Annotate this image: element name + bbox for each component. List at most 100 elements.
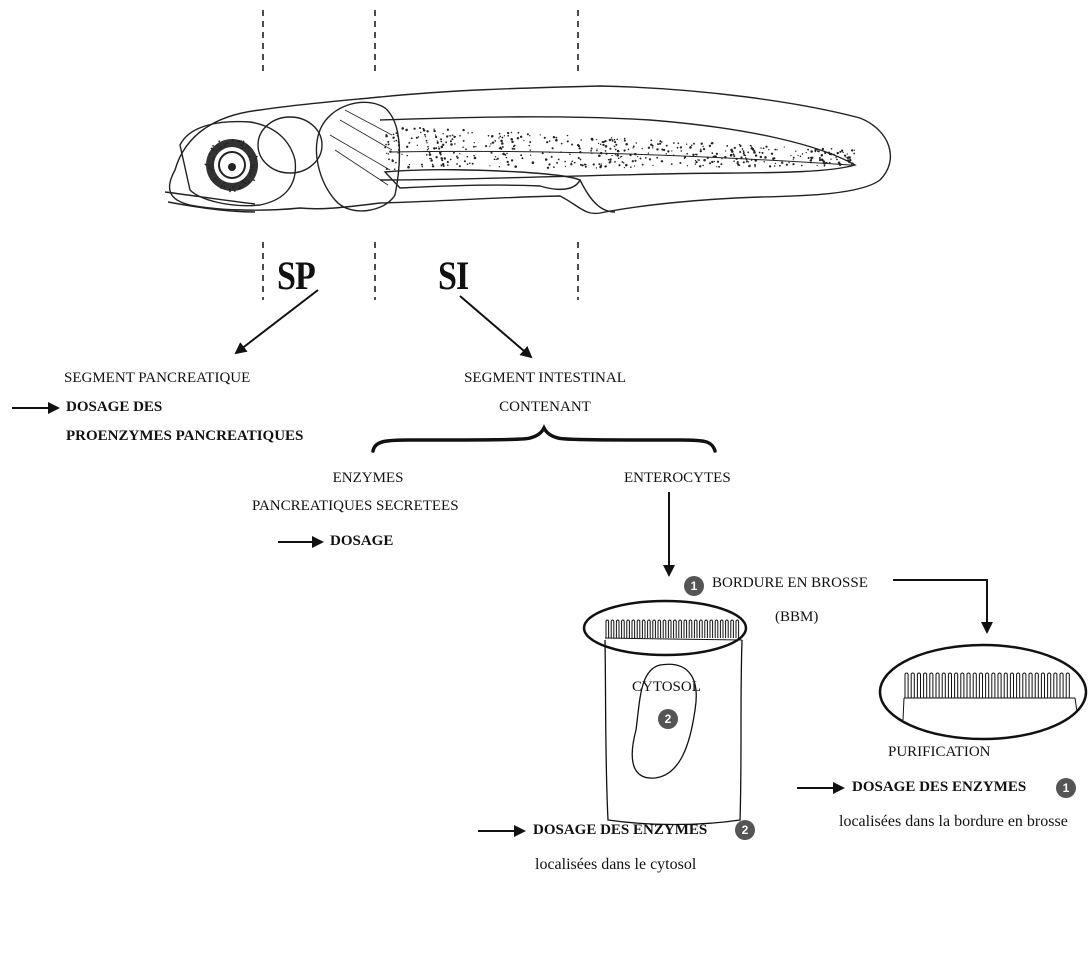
pigment-dot: [680, 146, 682, 148]
pigment-dot: [229, 191, 231, 193]
pigment-dot: [774, 165, 776, 167]
pigment-dot: [740, 156, 742, 158]
pigment-dot: [641, 148, 642, 149]
pigment-dot: [696, 154, 698, 156]
pigment-dot: [624, 138, 626, 140]
pigment-dot: [751, 159, 752, 160]
pigment-dot: [830, 159, 831, 160]
pigment-dot: [707, 157, 709, 159]
pigment-dot: [473, 155, 475, 157]
pigment-dot: [471, 132, 472, 133]
pigment-dot: [790, 155, 791, 156]
pigment-dot: [571, 143, 573, 145]
pigment-dot: [806, 152, 807, 153]
pigment-dot: [459, 135, 461, 137]
pigment-dot: [716, 166, 717, 167]
pigment-dot: [823, 160, 826, 163]
pigment-dot: [216, 150, 218, 152]
pigment-dot: [394, 141, 395, 142]
pigment-dot: [819, 157, 821, 159]
pigment-dot: [615, 149, 617, 151]
pigment-dot: [567, 135, 568, 136]
pigment-dot: [598, 154, 601, 157]
pigment-dot: [548, 163, 550, 165]
fish-larva-icon: [165, 86, 890, 214]
pigment-dot: [743, 161, 745, 163]
pigment-dot: [555, 137, 557, 139]
pigment-dot: [418, 136, 419, 137]
pigment-dot: [605, 153, 607, 155]
pigment-dot: [233, 186, 235, 188]
pigment-dot: [255, 158, 257, 160]
enterocytes-label: ENTEROCYTES: [624, 470, 731, 487]
pigment-dot: [502, 146, 504, 148]
pigment-dot: [225, 143, 227, 145]
pigment-dot: [817, 165, 818, 166]
pigment-dot: [642, 164, 644, 166]
pigment-dot: [788, 162, 789, 163]
pigment-dot: [580, 159, 582, 161]
pigment-dot: [424, 134, 426, 136]
pigment-dot: [650, 144, 652, 146]
pigment-dot: [494, 158, 496, 160]
pigment-dot: [405, 129, 408, 132]
pigment-dot: [208, 164, 210, 166]
pigment-dot: [759, 152, 761, 154]
purification-assay-label: DOSAGE DES ENZYMES: [852, 779, 1026, 796]
pigment-dot: [561, 143, 563, 145]
pigment-dot: [392, 160, 394, 162]
pigment-dot: [474, 142, 475, 143]
pigment-dot: [213, 180, 215, 182]
pigment-dot: [546, 141, 548, 143]
pigment-dot: [496, 159, 497, 160]
pigment-dot: [634, 165, 635, 166]
pigment-dot: [435, 156, 437, 158]
pigment-dot: [502, 153, 505, 156]
pigment-dot: [825, 162, 827, 164]
pigment-dot: [529, 135, 530, 136]
pigment-dot: [384, 146, 386, 148]
pigment-dot: [419, 127, 421, 129]
pigment-dot: [743, 150, 745, 152]
pigment-dot: [387, 141, 389, 143]
pigment-dot: [423, 129, 425, 131]
secreted-assay-label: DOSAGE: [330, 533, 393, 550]
pigment-dot: [775, 163, 776, 164]
pigment-dot: [733, 160, 735, 162]
pigment-dot: [429, 158, 430, 159]
pigment-dot: [624, 140, 626, 142]
pigment-dot: [467, 163, 469, 165]
pigment-dot: [800, 156, 802, 158]
pigment-dot: [439, 151, 442, 154]
pigment-dot: [689, 146, 692, 149]
pigment-dot: [469, 162, 471, 164]
pigment-dot: [743, 154, 745, 156]
pigment-dot: [547, 167, 549, 169]
pigment-dot: [684, 156, 686, 158]
pigment-dot: [444, 157, 446, 159]
pigment-dot: [604, 166, 606, 168]
pigment-dot: [473, 146, 475, 148]
pigment-dot: [736, 158, 738, 160]
pigment-dot: [220, 187, 222, 189]
pigment-dot: [441, 159, 443, 161]
pigment-dot: [700, 142, 702, 144]
pigment-dot: [520, 154, 522, 156]
pigment-dot: [388, 143, 390, 145]
pigment-dot: [217, 145, 219, 147]
pigment-dot: [549, 140, 551, 142]
pigment-dot: [532, 161, 535, 164]
pigment-dot: [769, 165, 771, 167]
pigment-dot: [445, 141, 447, 143]
pigment-dot: [810, 162, 811, 163]
pancreatic-assay-line2: PROENZYMES PANCREATIQUES: [66, 428, 303, 445]
brush-border-label: BORDURE EN BROSSE: [712, 575, 868, 592]
cytosol-assay-note: localisées dans le cytosol: [535, 856, 696, 874]
pigment-dot: [608, 159, 610, 161]
pigment-dot: [442, 144, 444, 146]
pigment-dot: [409, 164, 410, 165]
pigment-dot: [598, 143, 599, 144]
pigment-dot: [505, 154, 506, 155]
pigment-dot: [540, 134, 541, 135]
pigment-dot: [459, 165, 461, 167]
